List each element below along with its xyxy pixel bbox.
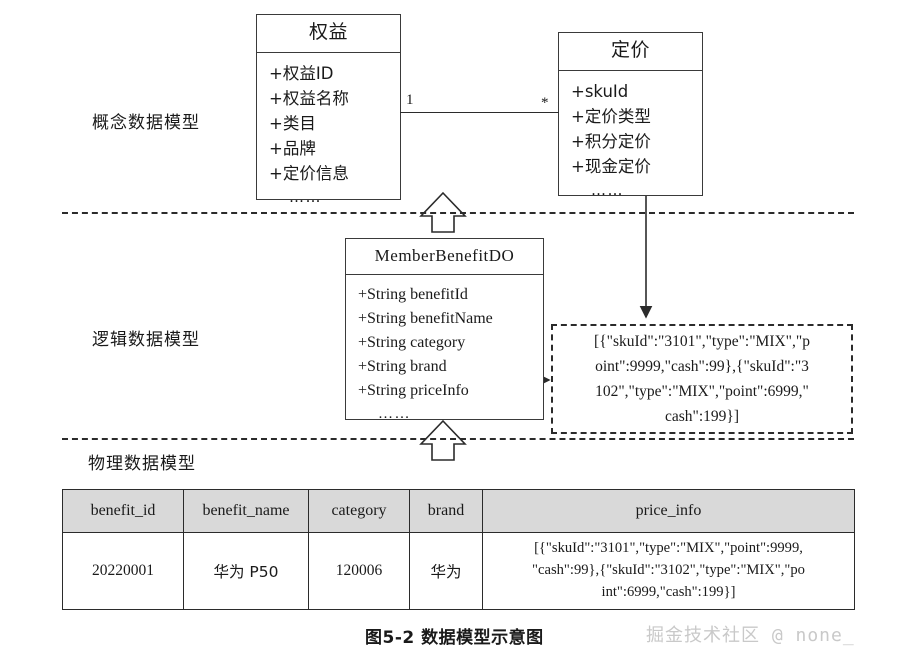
cell-category: 120006 [308,532,410,610]
attribute-item: +类目 [269,114,316,133]
column-header-benefit-name: benefit_name [183,489,309,533]
watermark: 掘金技术社区 @ none_ [646,625,855,646]
json-line: cash":199}] [664,408,740,426]
multiplicity-target: * [541,95,549,111]
json-line: 102","type":"MIX","point":6999," [595,383,809,400]
attribute-item: +品牌 [269,139,316,159]
cell-benefit-name: 华为 P50 [183,532,309,610]
json-line: oint":9999,"cash":99},{"skuId":"3 [595,357,809,375]
json-sample-text: [{"skuId":"3101","type":"MIX","p oint":9… [594,329,810,429]
layer-label-physical: 物理数据模型 [88,454,196,474]
json-line: "cash":99},{"skuId":"3102","type":"MIX",… [532,562,805,579]
table-row[interactable]: 20220001 华为 P50 120006 华为 [{"skuId":"310… [62,532,855,610]
attribute-ellipsis: …… [289,188,322,207]
column-header-brand: brand [409,489,483,533]
attribute-item: +定价信息 [269,164,349,184]
attribute-item: +积分定价 [571,132,651,151]
uml-class-memberbenefitdo[interactable]: MemberBenefitDO +String benefitId +Strin… [345,238,544,422]
uml-class-price[interactable]: 定价 +skuId +定价类型 +积分定价 +现金定价 …… [558,32,703,199]
column-header-price-info: price_info [482,489,855,533]
cell-benefit-id: 20220001 [62,532,184,610]
layer-divider-logical-physical [62,438,854,440]
figure-caption: 图5-2 数据模型示意图 [365,628,544,648]
physical-data-table[interactable]: benefit_id benefit_name category brand p… [62,489,855,610]
uml-class-memberbenefitdo-title: MemberBenefitDO [346,239,543,275]
cell-brand: 华为 [409,532,483,610]
uml-class-benefit-attributes: +权益ID +权益名称 +类目 +品牌 +定价信息 …… [257,53,400,213]
attribute-item: +String brand [358,357,447,375]
attribute-ellipsis: …… [378,405,411,422]
layer-divider-conceptual-logical [62,212,854,214]
cell-price-info: [{"skuId":"3101","type":"MIX","point":99… [482,532,855,610]
attribute-item: +权益名称 [269,88,349,108]
attribute-item: +String benefitId [358,285,468,303]
attribute-ellipsis: …… [591,181,624,200]
multiplicity-source: 1 [406,92,414,108]
attribute-item: +现金定价 [571,157,651,177]
uml-class-price-title: 定价 [559,33,702,71]
uml-class-price-attributes: +skuId +定价类型 +积分定价 +现金定价 …… [559,71,702,206]
json-sample-box: [{"skuId":"3101","type":"MIX","p oint":9… [551,324,853,434]
attribute-item: +String priceInfo [358,381,469,399]
json-line: [{"skuId":"3101","type":"MIX","point":99… [534,540,803,557]
uml-class-benefit-title: 权益 [257,15,400,53]
json-line: int":6999,"cash":199}] [601,583,736,600]
attribute-item: +String category [358,333,466,351]
uml-class-memberbenefitdo-attributes: +String benefitId +String benefitName +S… [346,275,543,430]
attribute-item: +定价类型 [571,106,651,126]
column-header-category: category [308,489,410,533]
uml-class-benefit[interactable]: 权益 +权益ID +权益名称 +类目 +品牌 +定价信息 …… [256,14,401,206]
attribute-item: +String benefitName [358,309,493,327]
layer-label-logical: 逻辑数据模型 [92,330,200,350]
column-header-benefit-id: benefit_id [62,489,184,533]
json-line: [{"skuId":"3101","type":"MIX","p [594,332,810,350]
attribute-item: +权益ID [269,63,334,83]
association-line [400,112,559,113]
table-header-row: benefit_id benefit_name category brand p… [62,489,855,533]
attribute-item: +skuId [571,81,629,101]
layer-label-conceptual: 概念数据模型 [92,113,200,133]
